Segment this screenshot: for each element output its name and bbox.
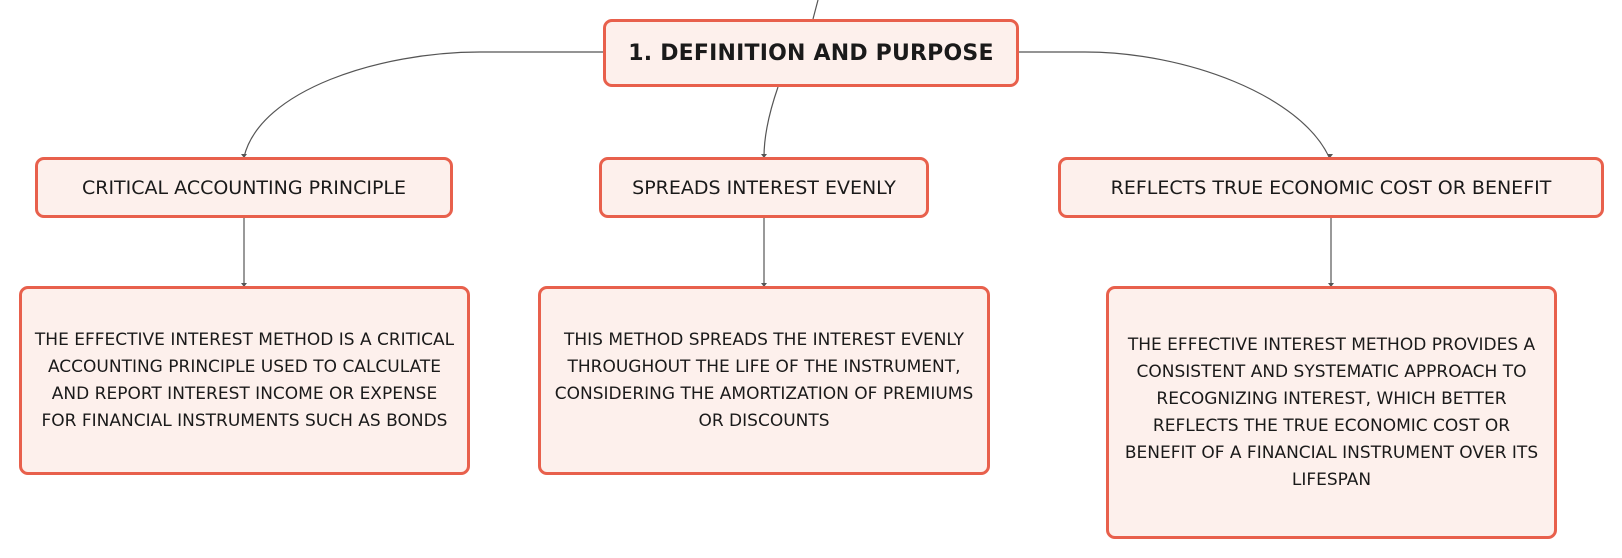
connector-root-to-topic-1	[243, 51, 603, 158]
topic-node-reflects-true-economic-cost[interactable]: REFLECTS TRUE ECONOMIC COST OR BENEFIT	[1058, 157, 1604, 218]
detail-node-critical-accounting-principle[interactable]: THE EFFECTIVE INTEREST METHOD IS A CRITI…	[19, 286, 470, 475]
connector-root-to-topic-2	[763, 86, 779, 158]
detail-node-text: THIS METHOD SPREADS THE INTEREST EVENLY …	[554, 329, 974, 431]
detail-node-text: THE EFFECTIVE INTEREST METHOD IS A CRITI…	[34, 329, 455, 431]
connector-root-to-topic-3	[1019, 51, 1330, 158]
root-node-label: 1. DEFINITION AND PURPOSE	[628, 40, 994, 66]
detail-node-text: THE EFFECTIVE INTEREST METHOD PROVIDES A…	[1124, 334, 1539, 490]
topic-node-label: CRITICAL ACCOUNTING PRINCIPLE	[81, 176, 407, 199]
detail-node-reflects-true-economic-cost[interactable]: THE EFFECTIVE INTEREST METHOD PROVIDES A…	[1106, 286, 1557, 539]
root-node[interactable]: 1. DEFINITION AND PURPOSE	[603, 19, 1019, 87]
detail-node-spreads-interest-evenly[interactable]: THIS METHOD SPREADS THE INTEREST EVENLY …	[538, 286, 990, 475]
topic-node-critical-accounting-principle[interactable]: CRITICAL ACCOUNTING PRINCIPLE	[35, 157, 453, 218]
topic-node-spreads-interest-evenly[interactable]: SPREADS INTEREST EVENLY	[599, 157, 929, 218]
topic-node-label: REFLECTS TRUE ECONOMIC COST OR BENEFIT	[1110, 176, 1552, 199]
connector-parent-to-root	[812, 0, 819, 20]
topic-node-label: SPREADS INTEREST EVENLY	[632, 176, 896, 199]
